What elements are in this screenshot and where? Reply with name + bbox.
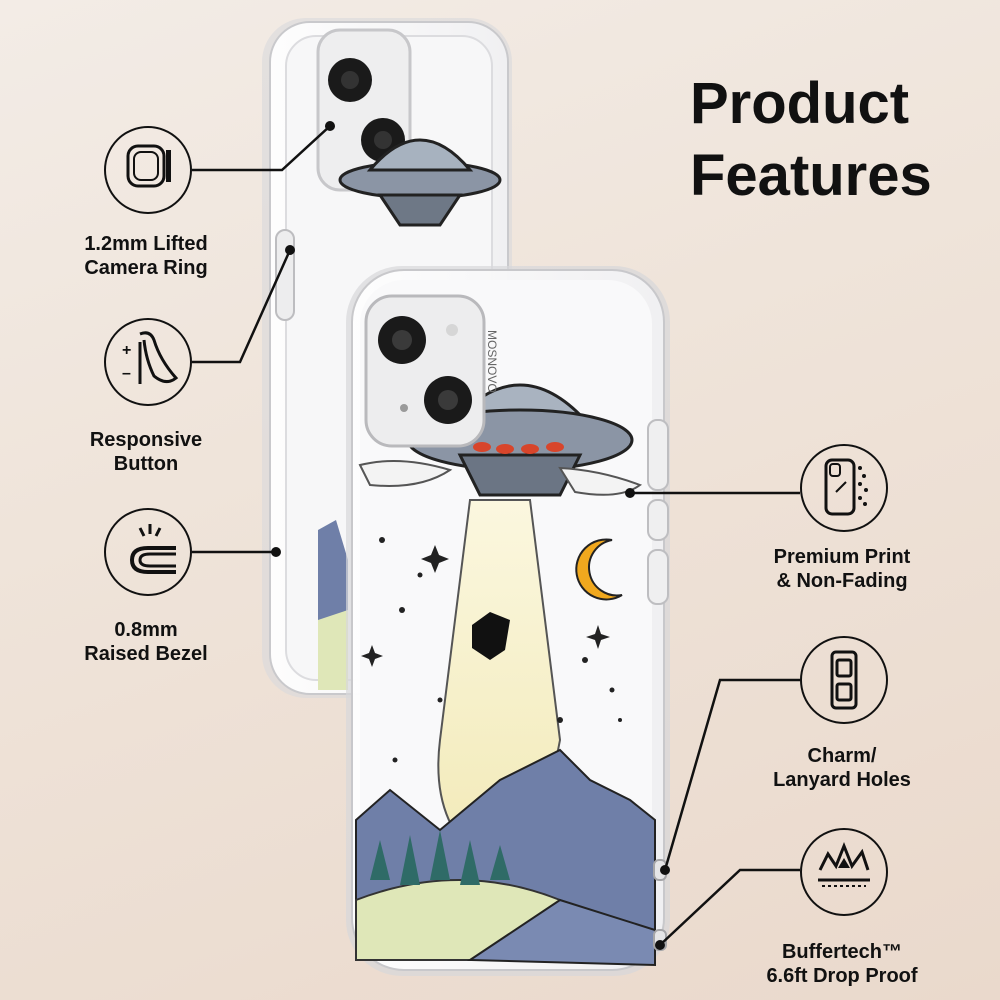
drop-proof-icon	[800, 828, 888, 916]
feature-label-drop-proof: Buffertech™ 6.6ft Drop Proof	[766, 941, 918, 987]
callout-dot	[271, 547, 281, 557]
page-title: Product Features	[690, 68, 950, 212]
camera-ring-icon	[104, 126, 192, 214]
callout-lines	[192, 125, 800, 946]
feature-label-responsive-button: Responsive Button	[89, 429, 203, 475]
cow-silhouette	[472, 612, 510, 660]
feature-label-premium-print: Premium Print & Non-Fading	[773, 546, 911, 592]
bezel-icon	[104, 508, 192, 596]
title-line-2: Features	[690, 143, 932, 208]
button-icon: +–	[104, 318, 192, 406]
moon	[575, 538, 623, 601]
feature-label-camera-ring: 1.2mm Lifted Camera Ring	[84, 233, 208, 279]
callout-dot	[655, 940, 665, 950]
callout-dot	[285, 245, 295, 255]
callout-dot	[325, 121, 335, 131]
svg-text:–: –	[122, 365, 131, 382]
feature-label-raised-bezel: 0.8mm Raised Bezel	[84, 619, 208, 665]
brand-text: MOSNOVO	[485, 330, 499, 393]
callout-dot	[660, 865, 670, 875]
feature-label-lanyard-holes: Charm/ Lanyard Holes	[773, 745, 911, 791]
svg-text:+: +	[122, 342, 131, 359]
front-phone: MOSNOVO	[346, 266, 670, 976]
title-line-1: Product	[690, 71, 910, 136]
callout-dot	[625, 488, 635, 498]
print-icon	[800, 444, 888, 532]
lanyard-holes-icon	[800, 636, 888, 724]
